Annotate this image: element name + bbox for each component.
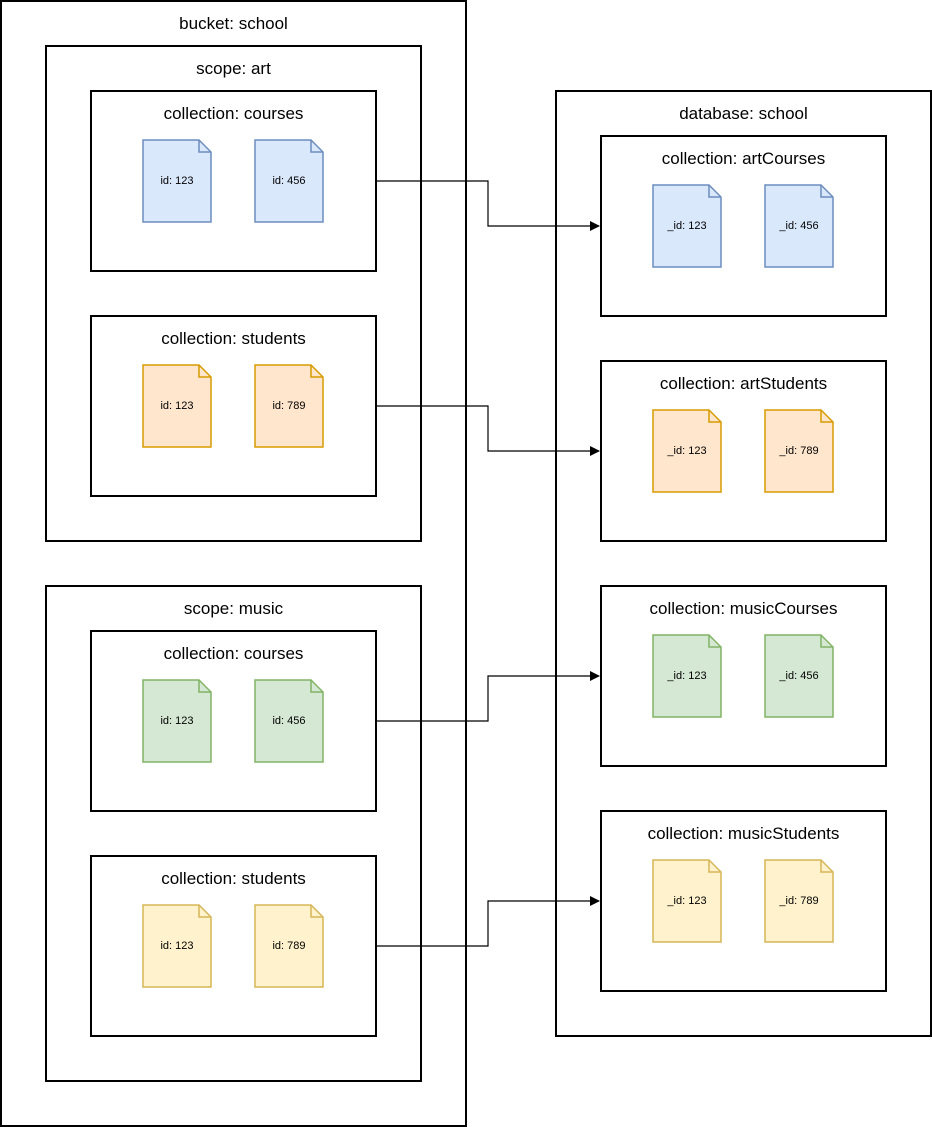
collection-musicCourses: collection: musicCourses xyxy=(600,585,887,767)
document-icon: _id: 789 xyxy=(764,409,834,493)
document-shape xyxy=(652,409,722,493)
document-id: _id: 456 xyxy=(779,670,819,682)
document-shape xyxy=(764,409,834,493)
document-shape xyxy=(764,634,834,718)
collection-title: collection: artStudents xyxy=(659,374,828,393)
document-icon: id: 789 xyxy=(254,364,324,448)
document-icon: _id: 456 xyxy=(764,634,834,718)
document-shape xyxy=(254,904,324,988)
document-icon: id: 789 xyxy=(254,904,324,988)
document-shape xyxy=(142,679,212,763)
document-shape xyxy=(652,634,722,718)
document-icon: _id: 456 xyxy=(764,184,834,268)
bucket-container: bucket: school xyxy=(0,0,467,1127)
collection-art-students: collection: students xyxy=(90,315,377,497)
collection-artStudents: collection: artStudents xyxy=(600,360,887,542)
collection-title: collection: courses xyxy=(163,104,304,123)
document-shape xyxy=(142,904,212,988)
scope-music-container: scope: music xyxy=(45,585,422,1082)
collection-artCourses: collection: artCourses xyxy=(600,135,887,317)
document-shape xyxy=(254,679,324,763)
document-id: id: 456 xyxy=(272,715,306,727)
document-icon: _id: 123 xyxy=(652,859,722,943)
document-icon: id: 123 xyxy=(142,679,212,763)
document-shape xyxy=(764,859,834,943)
document-icon: id: 123 xyxy=(142,904,212,988)
scope-art-container: scope: art xyxy=(45,45,422,542)
document-id: _id: 789 xyxy=(779,445,819,457)
collection-title: collection: courses xyxy=(163,644,304,663)
document-icon: id: 456 xyxy=(254,679,324,763)
database-title: database: school xyxy=(679,104,808,123)
collection-title: collection: artCourses xyxy=(661,149,826,168)
document-id: _id: 123 xyxy=(667,220,707,232)
document-id: id: 123 xyxy=(160,175,194,187)
document-id: _id: 123 xyxy=(667,670,707,682)
document-icon: _id: 123 xyxy=(652,409,722,493)
scope-art-title: scope: art xyxy=(196,59,271,78)
collection-title: collection: students xyxy=(161,869,306,888)
document-shape xyxy=(254,139,324,223)
document-icon: _id: 123 xyxy=(652,184,722,268)
document-shape xyxy=(764,184,834,268)
document-shape xyxy=(142,139,212,223)
scope-music-title: scope: music xyxy=(183,599,284,618)
document-id: _id: 456 xyxy=(779,220,819,232)
document-icon: id: 123 xyxy=(142,364,212,448)
document-shape xyxy=(254,364,324,448)
document-id: id: 123 xyxy=(160,400,194,412)
document-id: id: 789 xyxy=(272,400,306,412)
collection-art-courses: collection: courses xyxy=(90,90,377,272)
document-icon: _id: 789 xyxy=(764,859,834,943)
document-id: _id: 123 xyxy=(667,895,707,907)
collection-title: collection: students xyxy=(161,329,306,348)
document-icon: id: 456 xyxy=(254,139,324,223)
document-icon: id: 123 xyxy=(142,139,212,223)
document-shape xyxy=(652,184,722,268)
document-id: _id: 789 xyxy=(779,895,819,907)
document-id: id: 123 xyxy=(160,940,194,952)
document-icon: _id: 123 xyxy=(652,634,722,718)
collection-music-students: collection: students xyxy=(90,855,377,1037)
document-shape xyxy=(142,364,212,448)
document-shape xyxy=(652,859,722,943)
document-id: id: 123 xyxy=(160,715,194,727)
collection-title: collection: musicStudents xyxy=(647,824,840,843)
collection-music-courses: collection: courses xyxy=(90,630,377,812)
bucket-title: bucket: school xyxy=(179,14,288,33)
collection-title: collection: musicCourses xyxy=(649,599,838,618)
database-container: database: school xyxy=(555,90,932,1037)
collection-musicStudents: collection: musicStudents xyxy=(600,810,887,992)
document-id: _id: 123 xyxy=(667,445,707,457)
document-id: id: 789 xyxy=(272,940,306,952)
document-id: id: 456 xyxy=(272,175,306,187)
